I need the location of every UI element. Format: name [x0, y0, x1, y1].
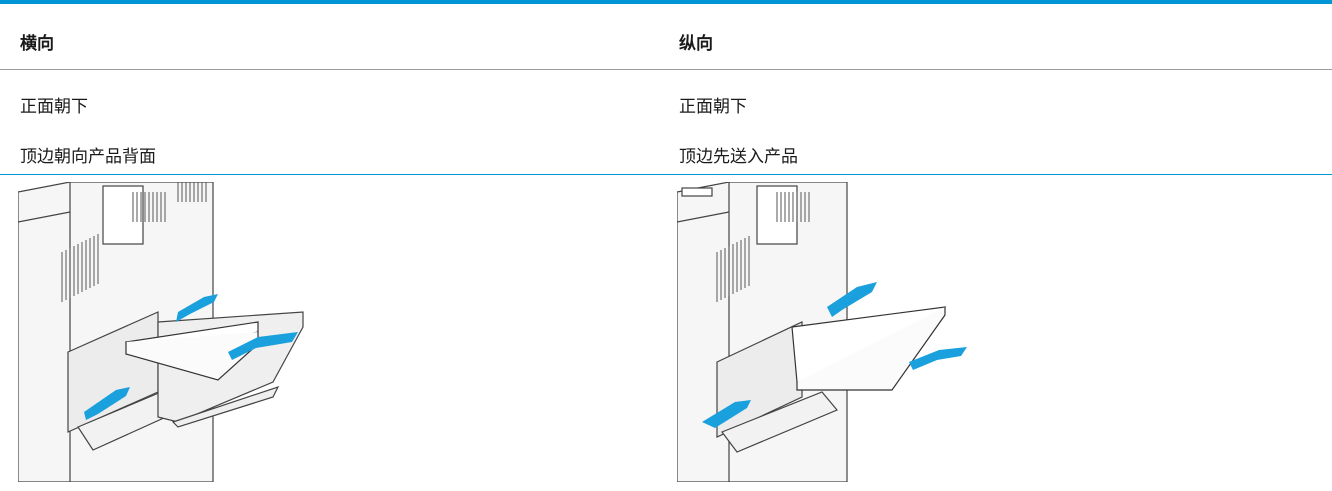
landscape-edge-text: 顶边朝向产品背面: [20, 147, 156, 167]
table-row-divider: [0, 174, 1332, 175]
paper-stack: [124, 321, 259, 381]
vent-lines: [61, 182, 207, 302]
portrait-orientation-text: 正面朝下: [679, 97, 747, 117]
column-header-landscape: 横向: [20, 34, 54, 54]
portrait-edge-text: 顶边先送入产品: [679, 147, 798, 167]
guide-arrow-right: [228, 332, 298, 360]
table-header-row: 横向 纵向: [0, 4, 1332, 70]
portrait-loading-illustration: [677, 182, 967, 482]
column-header-portrait: 纵向: [679, 34, 713, 54]
guide-arrow-bottom: [84, 387, 130, 420]
guide-arrow-top: [827, 282, 877, 317]
table-top-rule: [0, 0, 1332, 4]
guide-arrow-right: [909, 347, 967, 370]
guide-arrow-top: [176, 294, 218, 322]
vent-lines: [716, 192, 810, 302]
paper-stack: [791, 306, 947, 391]
guide-arrow-bottom: [702, 400, 751, 428]
landscape-loading-illustration: [18, 182, 304, 482]
landscape-orientation-text: 正面朝下: [20, 97, 88, 117]
